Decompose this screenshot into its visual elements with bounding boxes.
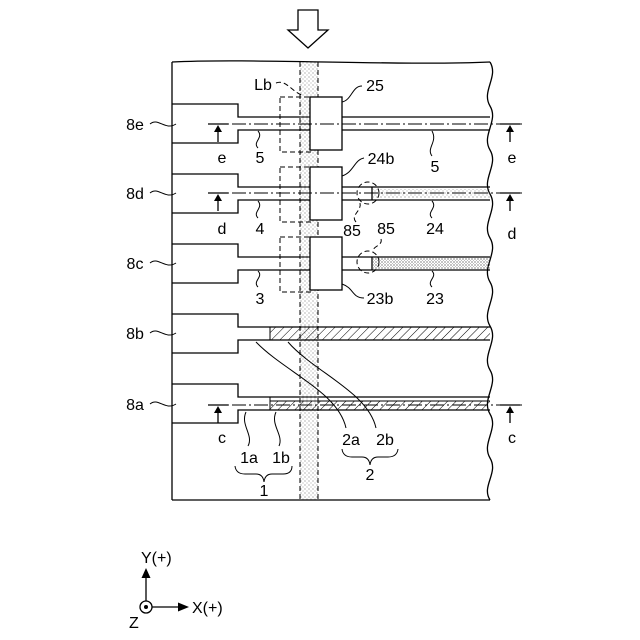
frame-right-break-line [487, 62, 492, 500]
pad-23b [310, 237, 342, 290]
frame-top-break-line [172, 61, 490, 63]
leader-25 [342, 86, 362, 102]
coordinate-axes: Y(+) X(+) Z [129, 550, 223, 632]
down-arrow-icon [288, 10, 328, 48]
section-marker-left-c [208, 405, 228, 423]
axis-label-z: Z [129, 615, 139, 632]
label-5-left: 5 [256, 150, 265, 167]
axis-label-y: Y(+) [141, 550, 172, 567]
section-label-right-e: e [508, 150, 517, 167]
section-label-left-e: e [218, 150, 227, 167]
tab-label-8b: 8b [126, 326, 144, 343]
label-1b: 1b [272, 450, 290, 467]
section-marker-left-e [208, 124, 228, 142]
label-1a: 1a [240, 450, 258, 467]
label-3: 3 [256, 291, 265, 308]
label-85-left: 85 [343, 223, 361, 240]
leader-5-right [430, 131, 433, 156]
tab-label-8a: 8a [126, 397, 144, 414]
label-24: 24 [426, 221, 444, 238]
label-2b: 2b [376, 432, 394, 449]
label-23b: 23b [367, 291, 394, 308]
section-label-left-d: d [218, 221, 227, 238]
y-arrow-icon [142, 568, 151, 578]
label-85-right: 85 [377, 221, 395, 238]
strip-23-stipple [373, 258, 490, 269]
leader-24 [430, 201, 433, 218]
tab-label-8d: 8d [126, 186, 144, 203]
section-marker-right-e [500, 124, 520, 142]
label-24b: 24b [368, 151, 395, 168]
label-2a: 2a [342, 432, 360, 449]
leader-lb [276, 82, 302, 95]
tab-label-8c: 8c [127, 256, 144, 273]
label-1: 1 [260, 483, 269, 500]
leader-5-left [256, 131, 259, 148]
label-lb: Lb [254, 77, 272, 94]
leader-23 [430, 271, 433, 287]
section-label-right-d: d [508, 226, 517, 243]
leader-4 [256, 201, 259, 218]
leader-85-c [373, 239, 381, 252]
leader-23b [342, 284, 364, 298]
axis-label-x: X(+) [192, 600, 223, 617]
brace-2 [342, 449, 398, 465]
leader-3 [256, 271, 259, 287]
leader-1b [274, 412, 280, 446]
x-arrow-icon [178, 603, 189, 612]
leader-1a [244, 412, 249, 446]
leader-24b [342, 158, 364, 176]
section-marker-right-c [500, 405, 520, 423]
brace-1 [235, 466, 292, 482]
label-23: 23 [426, 291, 444, 308]
label-4: 4 [256, 221, 265, 238]
tab-label-8e: 8e [126, 117, 144, 134]
leader-85-d [354, 203, 360, 222]
section-label-right-c: c [508, 430, 516, 447]
label-25: 25 [366, 78, 384, 95]
section-marker-left-d [208, 193, 228, 211]
label-5-right: 5 [431, 159, 440, 176]
section-label-left-c: c [218, 430, 226, 447]
section-marker-right-d [500, 193, 520, 211]
label-2: 2 [366, 467, 375, 484]
